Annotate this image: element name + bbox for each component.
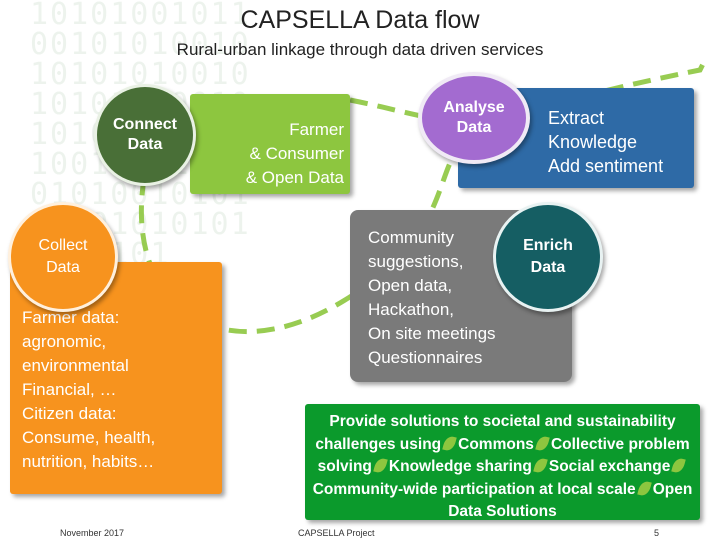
leaf-icon (671, 456, 687, 475)
leaf-icon (636, 479, 652, 497)
solutions-text-part: Knowledge sharing (388, 458, 532, 475)
gray-box-line: Hackathon, (368, 300, 454, 319)
circle-label: Enrich (523, 237, 573, 254)
solutions-text-part: Social exchange (548, 458, 671, 475)
circle-label: Analyse (443, 99, 505, 116)
solutions-text-part: Community-wide participation at local sc… (312, 480, 636, 498)
orange-box-line: Citizen data: (22, 404, 117, 423)
solutions-text: Provide solutions to societal and sustai… (310, 411, 695, 524)
solutions-text-part: Collective problem solving (317, 435, 690, 476)
gray-box-line: On site meetings (368, 324, 496, 343)
orange-box-line: agronomic, (22, 332, 107, 351)
green-box-line: & Consumer (249, 144, 344, 163)
solutions-box (305, 404, 700, 520)
leaf-icon (533, 456, 548, 475)
community-text: Community suggestions, Open data, Hackat… (368, 226, 568, 370)
leaf-icon (442, 434, 457, 452)
circle-label: Data (127, 136, 163, 153)
orange-box-line: Consume, health, (22, 428, 156, 447)
circle-label: Collect (38, 237, 88, 254)
blue-box-line: Knowledge (548, 132, 638, 152)
farmer-consumer-open-data-box (190, 94, 350, 194)
orange-box-line: Farmer data: (22, 308, 120, 327)
circle-label: Connect (113, 116, 177, 133)
farmer-citizen-data-text: Farmer data: agronomic, environmental Fi… (22, 306, 218, 474)
gray-box-line: suggestions, (368, 252, 464, 271)
gray-box-line: Open data, (368, 276, 453, 295)
circle-label: Data (530, 259, 566, 276)
gray-box-line: Questionnaires (368, 348, 483, 367)
orange-box-line: nutrition, habits… (22, 452, 155, 471)
slide-subtitle: Rural-urban linkage through data driven … (176, 40, 544, 59)
leaf-icon (373, 456, 388, 475)
circle-label: Data (46, 259, 80, 276)
gray-box-line: Community (368, 228, 454, 247)
blue-box-line: Add sentiment (548, 156, 664, 176)
blue-box-line: Extract (548, 108, 605, 128)
footer-date: November 2017 (60, 528, 125, 538)
solutions-text-part: Open Data Solutions (448, 480, 693, 521)
green-box-line: & Open Data (245, 168, 344, 187)
farmer-consumer-open-data-text: Farmer & Consumer & Open Data (204, 118, 344, 190)
solutions-text-part: Provide solutions to societal and sustai… (315, 413, 676, 453)
footer-project: CAPSELLA Project (298, 528, 375, 538)
leaf-icon (535, 434, 550, 452)
solutions-text-part: Commons (458, 435, 534, 453)
green-box-line: Farmer (289, 120, 344, 139)
extract-knowledge-text: Extract Knowledge Add sentiment (548, 106, 688, 178)
circle-label: Data (456, 119, 492, 136)
orange-box-line: environmental (22, 356, 129, 375)
slide-title: CAPSELLA Data flow (240, 6, 480, 34)
orange-box-line: Financial, … (22, 380, 117, 399)
footer-page-number: 5 (654, 528, 660, 538)
